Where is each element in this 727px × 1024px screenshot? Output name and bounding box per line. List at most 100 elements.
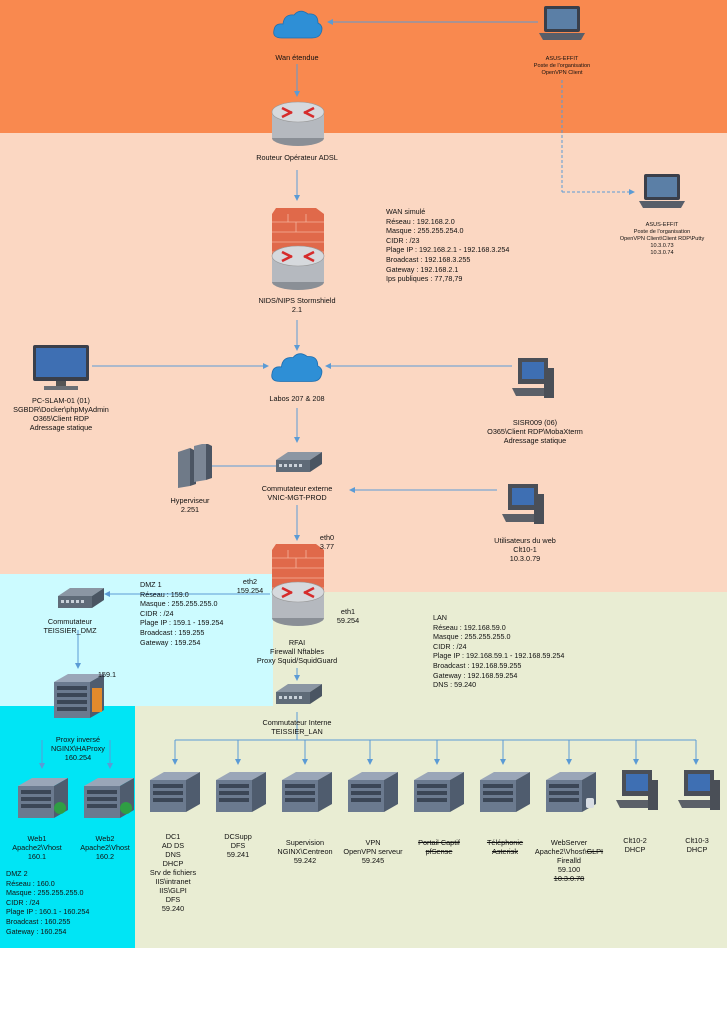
proxy-line: NGINX\HAProxy (51, 744, 105, 753)
pc-slam-line: PC-SLAM-01 (01) (32, 396, 90, 405)
proxy-line: Proxy inversé (55, 735, 101, 744)
lan-switch-label: Commutateur Interne TEISSIER_LAN (237, 718, 357, 736)
dmz2-info-line: Gateway : 160.254 (6, 926, 67, 936)
supervision-label: Supervision NGINX\Centreon 59.242 (268, 838, 342, 865)
dc1-line: AD DS (161, 841, 185, 850)
hypervisor-line: 2.251 (180, 505, 200, 514)
dmz1-zone (0, 574, 273, 706)
stormshield-line: 2.1 (291, 305, 303, 314)
webserver-path: Apache2\Vhost\ (534, 847, 587, 856)
portail-label: Portail Captif pfSense (404, 838, 474, 856)
clt2-label: Clt10-2 DHCP (610, 836, 660, 854)
supervision-line: 59.242 (293, 856, 317, 865)
webserver-line: 10.3.0.78 (553, 874, 585, 883)
laptop-icon (539, 6, 585, 40)
wan-info: WAN simulé Réseau : 192.168.2.0 Masque :… (386, 207, 509, 284)
wan-info-line: Réseau : 192.168.2.0 (386, 216, 455, 226)
switch-icon (58, 588, 104, 608)
webserver-line: 59.100 (557, 865, 581, 874)
hypervisor-line: Hyperviseur (170, 496, 210, 505)
dmz1-info-line: DMZ 1 (140, 580, 162, 589)
monitor-icon (33, 345, 89, 390)
dmz1-info-line: CIDR : /24 (140, 608, 174, 618)
wan-info-line: Gateway : 192.168.2.1 (386, 264, 459, 274)
internal-zone (0, 133, 727, 592)
wan-info-line: WAN simulé (386, 207, 426, 216)
rfai-line: Proxy Squid/SquidGuard (256, 656, 338, 665)
dmz2-info-line: Broadcast : 160.255 (6, 916, 71, 926)
web2-line: 160.2 (95, 852, 115, 861)
workstation-icon (678, 770, 720, 810)
telephonie-line: Asterisk (492, 847, 518, 856)
rfai-line: Firewall Nftables (270, 647, 324, 656)
dmz2-info-line: Masque : 255.255.255.0 (6, 888, 84, 898)
eth2-label: eth2 159.254 (230, 577, 270, 595)
wan-info-line: Plage IP : 192.168.2.1 - 192.168.3.254 (386, 245, 510, 255)
dc1-line: 59.240 (161, 904, 185, 913)
switch-ext-line: Commutateur externe (261, 484, 333, 493)
server-icon (546, 772, 596, 812)
asus-top-line: ASUS-EFFIT (545, 56, 579, 62)
dmz2-zone (0, 706, 135, 948)
lan-info-line: LAN (433, 613, 447, 622)
router-icon (271, 101, 325, 146)
router-label: Routeur Opérateur ADSL (256, 153, 338, 162)
lab-cloud-icon (271, 353, 323, 382)
users-web-line: 10.3.0.79 (509, 554, 541, 563)
dmz2-info-line: DMZ 2 (6, 869, 28, 878)
dmz2-info: DMZ 2 Réseau : 160.0 Masque : 255.255.25… (6, 869, 89, 936)
clt3-label: Clt10-3 DHCP (672, 836, 722, 854)
switch-icon (276, 684, 322, 704)
laptop-icon (639, 174, 685, 208)
webserver-line: WebServer (550, 838, 588, 847)
vpn-line: OpenVPN serveur (343, 847, 403, 856)
dc1-line: IIS\intranet (155, 877, 191, 886)
eth2-line: eth2 (242, 577, 258, 586)
proxy-address: 159.1 (97, 670, 117, 679)
dmz1-info-line: Réseau : 159.0 (140, 589, 189, 599)
firewall-icon (271, 208, 325, 290)
firewall-icon (271, 544, 325, 626)
dmz2-info-line: CIDR : /24 (6, 897, 40, 907)
web2-label: Web2 Apache2\Vhost 160.2 (70, 834, 140, 861)
dc1-line: IIS\GLPI (159, 886, 187, 895)
asus-right-line: Poste de l'organisation (633, 229, 691, 235)
eth0-line: eth0 (319, 533, 335, 542)
web2-line: Web2 (95, 834, 115, 843)
hypervisor-label: Hyperviseur 2.251 (150, 496, 230, 514)
asus-right-line: 10.3.0.73 (650, 243, 674, 249)
web2-line: Apache2\Vhost (80, 843, 130, 852)
eth0-label: eth0 3.77 (312, 533, 342, 551)
lan-info-line: Gateway : 192.168.59.254 (433, 670, 518, 680)
clt2-line: Clt10-2 (623, 836, 647, 845)
eth1-line: 59.254 (336, 616, 360, 625)
web1-line: 160.1 (27, 852, 47, 861)
asus-right-line: 10.3.0.74 (650, 250, 674, 256)
asus-top-label: ASUS-EFFIT Poste de l'organisation OpenV… (512, 56, 612, 77)
dmz1-info-line: Gateway : 159.254 (140, 637, 201, 647)
portail-line: Portail Captif (418, 838, 460, 847)
lan-info-line: Masque : 255.255.255.0 (433, 632, 511, 642)
web1-label: Web1 Apache2\Vhost 160.1 (2, 834, 72, 861)
dmz-switch-line: TEISSIER_DMZ (43, 626, 97, 635)
web1-line: Apache2\Vhost (12, 843, 62, 852)
pc-slam-line: SGBDR\Docker\phpMyAdmin (13, 405, 109, 414)
switch-icon (276, 452, 322, 472)
stormshield-label: NIDS/NIPS Stormshield 2.1 (227, 296, 367, 314)
dmz-switch-line: Commutateur (47, 617, 93, 626)
portail-line: pfSense (425, 847, 453, 856)
workstation-icon (502, 484, 544, 524)
dc1-line: DNS (165, 850, 181, 859)
stormshield-line: NIDS/NIPS Stormshield (258, 296, 336, 305)
wan-info-line: Masque : 255.255.254.0 (386, 226, 464, 236)
telephonie-line: Téléphonie (486, 838, 524, 847)
dc1-line: DFS (165, 895, 181, 904)
eth2-line: 159.254 (236, 586, 264, 595)
dmz1-info: DMZ 1 Réseau : 159.0 Masque : 255.255.25… (140, 580, 223, 647)
vpn-label: VPN OpenVPN serveur 59.245 (336, 838, 410, 865)
pc-slam-line: Adressage statique (29, 423, 93, 432)
dcsupp-label: DCSupp DFS 59.241 (208, 832, 268, 859)
server-icon (54, 674, 104, 718)
server-icon (84, 778, 134, 818)
